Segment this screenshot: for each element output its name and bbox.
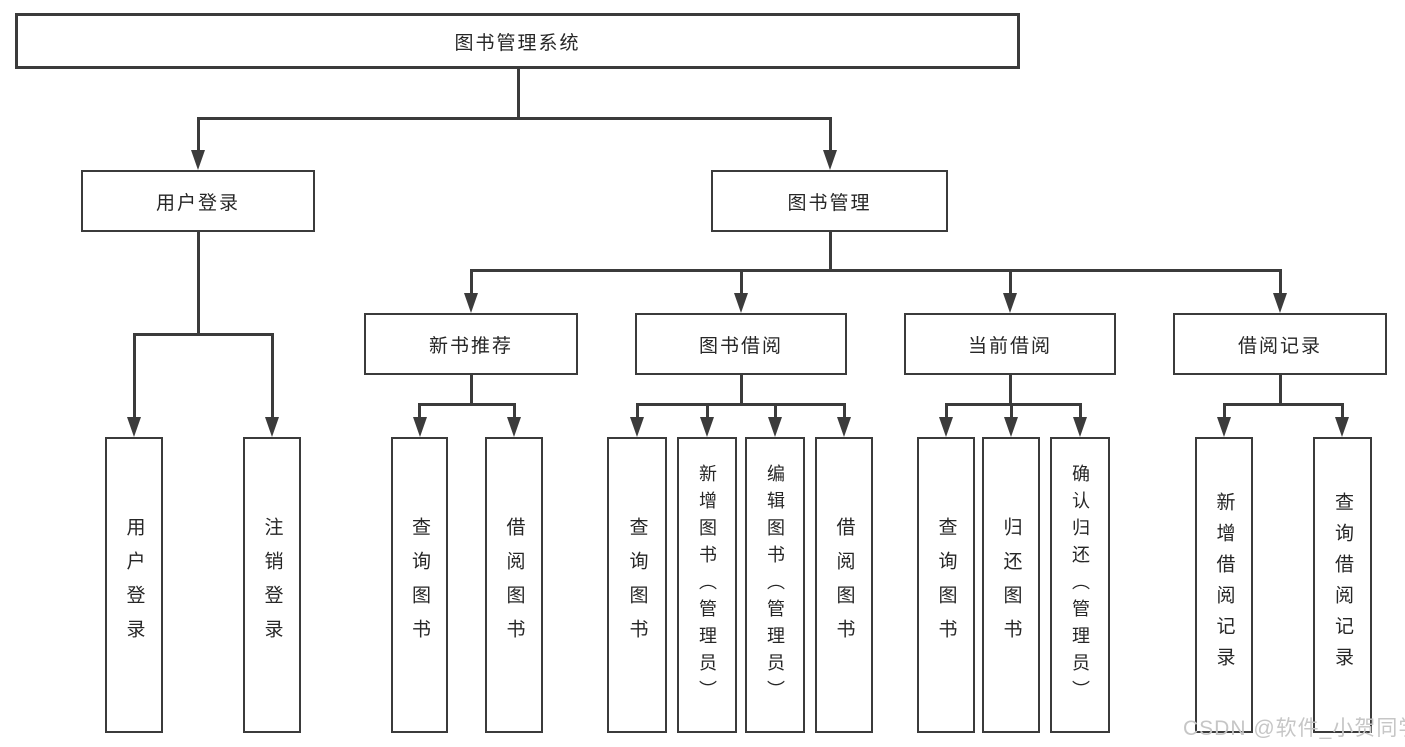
connector-rec-hline <box>418 403 516 406</box>
arrowhead-book-borrow <box>734 293 748 313</box>
leaf-cb-return-books: 归还图书 <box>982 437 1040 733</box>
node-current-borrowing: 当前借阅 <box>904 313 1116 375</box>
leaf-bb-add-books-admin: 新增图书（管理员） <box>677 437 737 733</box>
connector-stem-br-add <box>1222 405 1226 419</box>
arrowhead-borrow-records <box>1273 293 1287 313</box>
leaf-br-query-record: 查询借阅记录 <box>1313 437 1372 733</box>
connector-stem-current-borrow <box>1008 272 1012 294</box>
connector-br-drop <box>1278 375 1282 405</box>
arrowhead-current-borrow <box>1003 293 1017 313</box>
connector-cb-drop <box>1008 375 1012 405</box>
connector-stem-cb-query <box>944 405 948 419</box>
connector-level3-hline <box>469 269 1282 272</box>
connector-rec-drop <box>469 375 473 405</box>
connector-book-mgmt-drop <box>828 232 832 272</box>
arrowhead-leaf-login <box>127 417 141 437</box>
arrowhead-br-query <box>1335 417 1349 437</box>
node-new-book-recommendation: 新书推荐 <box>364 313 578 375</box>
arrowhead-cb-return <box>1004 417 1018 437</box>
connector-stem-new-book-rec <box>469 272 473 294</box>
leaf-bb-edit-books-admin: 编辑图书（管理员） <box>745 437 805 733</box>
arrowhead-bb-add <box>700 417 714 437</box>
connector-root-stub <box>516 69 520 120</box>
connector-level2-hline <box>196 117 832 120</box>
connector-stem-bb-add <box>705 405 709 419</box>
arrowhead-cb-confirm <box>1073 417 1087 437</box>
leaf-rec-borrow-books: 借阅图书 <box>485 437 543 733</box>
leaf-user-login: 用户登录 <box>105 437 163 733</box>
leaf-cb-confirm-return-admin: 确认归还（管理员） <box>1050 437 1110 733</box>
node-library-management-system: 图书管理系统 <box>15 13 1020 69</box>
node-book-management: 图书管理 <box>711 170 948 232</box>
arrowhead-br-add <box>1217 417 1231 437</box>
connector-stem-bb-edit <box>773 405 777 419</box>
connector-stem-user-login <box>196 120 200 151</box>
csdn-watermark: CSDN @软件_小贺同学 <box>1183 717 1405 740</box>
connector-stem-leaf-login <box>132 336 136 418</box>
connector-user-login-drop <box>196 232 200 336</box>
connector-stem-borrow-records <box>1278 272 1282 294</box>
node-user-login: 用户登录 <box>81 170 315 232</box>
connector-br-hline <box>1222 403 1344 406</box>
connector-stem-bb-query <box>635 405 639 419</box>
leaf-logout: 注销登录 <box>243 437 301 733</box>
node-book-borrowing: 图书借阅 <box>635 313 847 375</box>
arrowhead-bb-borrow <box>837 417 851 437</box>
node-borrowing-records: 借阅记录 <box>1173 313 1387 375</box>
connector-user-login-hline <box>132 333 274 336</box>
leaf-bb-query-books: 查询图书 <box>607 437 667 733</box>
arrowhead-user-login <box>191 150 205 170</box>
connector-cb-hline <box>944 403 1082 406</box>
connector-stem-bb-borrow <box>842 405 846 419</box>
arrowhead-rec-borrow <box>507 417 521 437</box>
connector-stem-rec-query <box>418 405 421 419</box>
arrowhead-rec-query <box>412 417 427 437</box>
arrowhead-book-mgmt <box>823 150 837 170</box>
connector-stem-br-query <box>1340 405 1344 419</box>
connector-stem-cb-confirm <box>1078 405 1082 419</box>
arrowhead-new-book-rec <box>464 293 478 313</box>
connector-stem-book-mgmt <box>828 120 832 151</box>
connector-stem-cb-return <box>1009 405 1013 419</box>
leaf-rec-query-books: 查询图书 <box>391 437 448 733</box>
connector-stem-leaf-logout <box>270 336 274 418</box>
connector-bb-hline <box>635 403 846 406</box>
connector-stem-book-borrow <box>739 272 743 294</box>
connector-stem-rec-borrow <box>512 405 516 419</box>
connector-bb-drop <box>739 375 743 405</box>
leaf-cb-query-books: 查询图书 <box>917 437 975 733</box>
arrowhead-cb-query <box>939 417 953 437</box>
arrowhead-leaf-logout <box>265 417 279 437</box>
leaf-br-add-record: 新增借阅记录 <box>1195 437 1253 733</box>
arrowhead-bb-edit <box>768 417 782 437</box>
leaf-bb-borrow-books: 借阅图书 <box>815 437 873 733</box>
arrowhead-bb-query <box>630 417 644 437</box>
